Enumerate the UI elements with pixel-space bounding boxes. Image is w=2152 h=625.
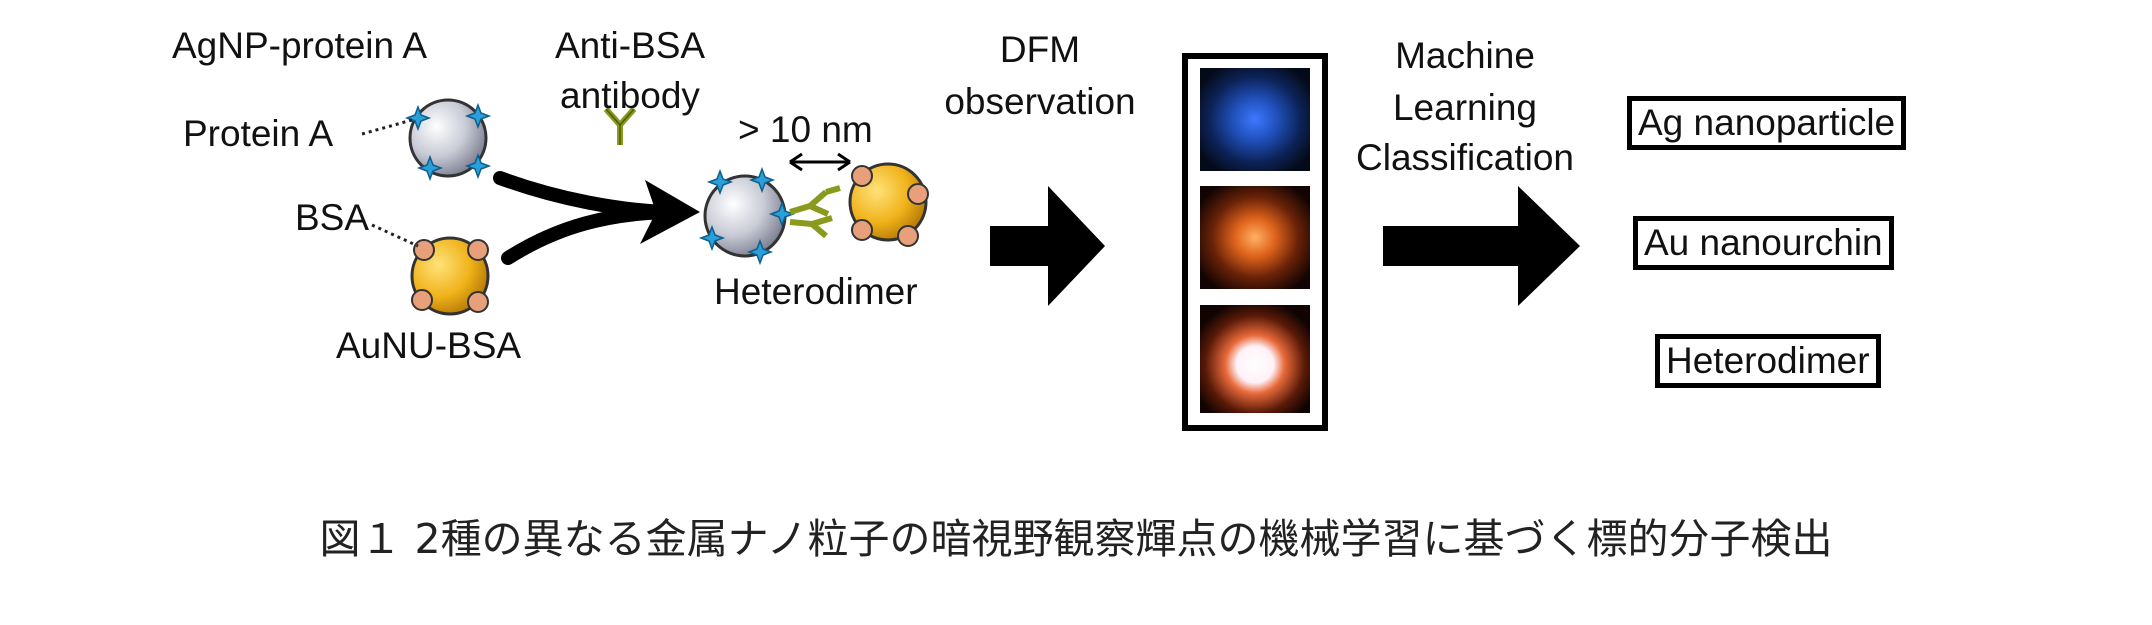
label-distance: > 10 nm [738, 109, 873, 150]
label-protein-a: Protein A [183, 113, 334, 154]
label-bsa: BSA [295, 197, 370, 238]
merge-arrow-icon [493, 171, 700, 265]
arrow-to-classification-icon [1383, 186, 1580, 306]
distance-arrow-icon [789, 152, 851, 172]
arrow-to-dfm-icon [990, 186, 1105, 306]
antibody-icon [603, 107, 637, 145]
au-nanourchin-icon [410, 236, 490, 316]
label-classification: Classification [1356, 137, 1574, 178]
label-antibody: antibody [560, 75, 700, 116]
figure-caption: 図１ 2種の異なる金属ナノ粒子の暗視野観察輝点の機械学習に基づく標的分子検出 [319, 515, 1833, 563]
output-au-nanourchin: Au nanourchin [1633, 216, 1894, 270]
output-ag-nanoparticle: Ag nanoparticle [1627, 96, 1907, 150]
label-observation: observation [944, 81, 1136, 122]
label-agnp-protein-a: AgNP-protein A [172, 25, 428, 66]
label-learning: Learning [1392, 87, 1537, 128]
ag-nanoparticle-icon [406, 98, 490, 180]
label-aunu-bsa: AuNU-BSA [336, 325, 522, 366]
label-heterodimer: Heterodimer [714, 271, 918, 312]
bsa-leader [371, 223, 419, 248]
dfm-image-panel [1182, 53, 1328, 431]
label-dfm: DFM [999, 29, 1081, 70]
protein-a-leader [361, 118, 413, 136]
label-machine: Machine [1395, 35, 1535, 76]
label-anti-bsa: Anti-BSA [554, 25, 706, 66]
heterodimer-icon [700, 162, 929, 264]
output-heterodimer: Heterodimer [1655, 334, 1881, 388]
